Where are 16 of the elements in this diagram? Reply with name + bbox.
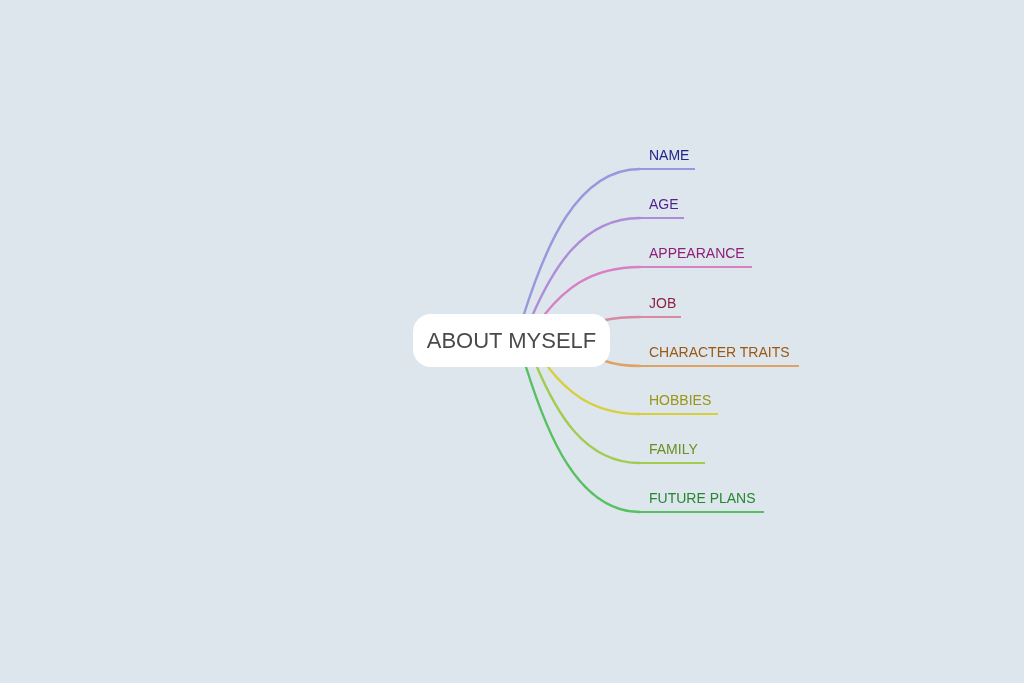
branch-line	[535, 365, 642, 465]
branch-line	[546, 365, 642, 416]
branch-line	[524, 365, 642, 514]
branch-line	[603, 315, 642, 322]
branch-line	[543, 265, 642, 316]
branch-topic: FUTURE PLANS	[640, 487, 764, 513]
branch-topic: FAMILY	[640, 438, 705, 464]
central-topic: ABOUT MYSELF	[413, 314, 610, 367]
branch-topic: JOB	[640, 292, 681, 318]
branch-topic: APPEARANCE	[640, 242, 752, 268]
branch-topic: NAME	[640, 144, 695, 170]
branch-topic: CHARACTER TRAITS	[640, 341, 799, 367]
branch-line	[603, 359, 642, 368]
branch-topic: AGE	[640, 193, 684, 219]
branch-topic: HOBBIES	[640, 389, 718, 415]
branch-line	[522, 167, 642, 316]
